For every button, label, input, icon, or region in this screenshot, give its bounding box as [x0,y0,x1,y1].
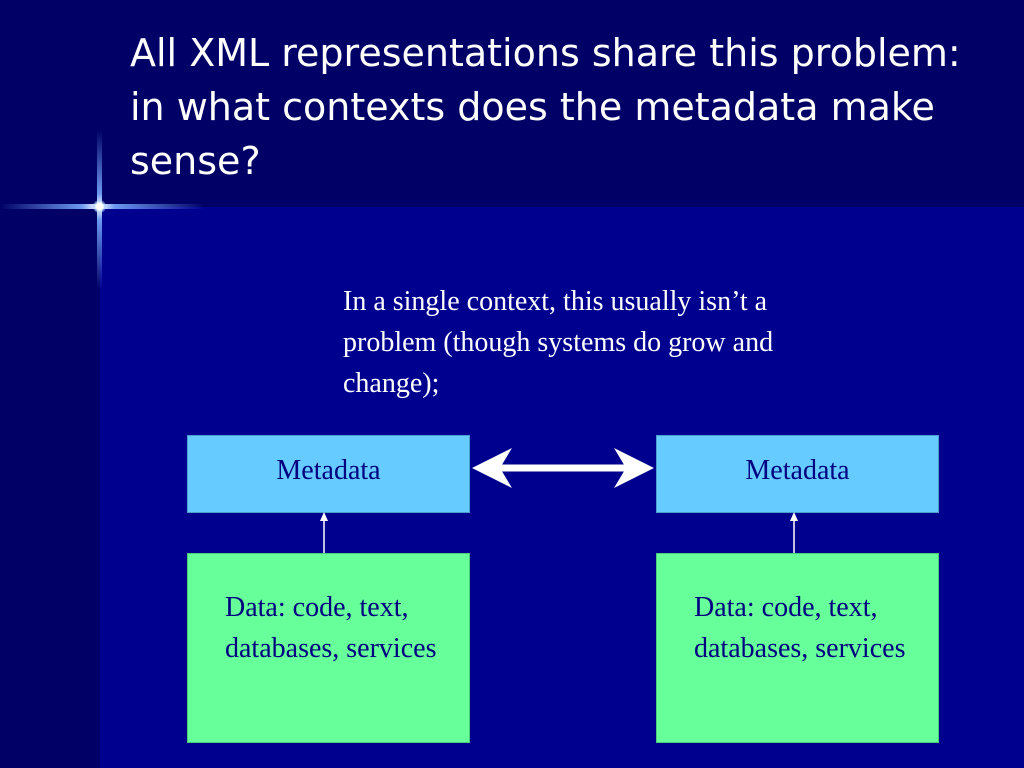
metadata-box-left: Metadata [187,435,470,513]
data-label-left: Data: code, text, databases, services [225,592,437,664]
up-arrow-right-head [790,512,798,521]
title-band [0,0,1024,207]
double-headed-arrow [472,448,654,488]
intro-text: In a single context, this usually isn’t … [343,286,774,399]
metadata-label-right: Metadata [745,455,850,486]
data-box-left: Data: code, text, databases, services [187,553,470,743]
up-arrow-left [320,512,328,553]
data-box-right: Data: code, text, databases, services [656,553,939,743]
double-arrow-head-left [472,448,512,488]
metadata-label-left: Metadata [276,455,381,486]
double-arrow-head-right [614,448,654,488]
metadata-box-right: Metadata [656,435,939,513]
up-arrow-left-head [320,512,328,521]
left-band [0,207,100,768]
up-arrow-right [790,512,798,553]
sparkle-star-icon [93,200,106,213]
slide-title: All XML representations share this probl… [130,31,961,183]
data-label-right: Data: code, text, databases, services [694,592,906,664]
